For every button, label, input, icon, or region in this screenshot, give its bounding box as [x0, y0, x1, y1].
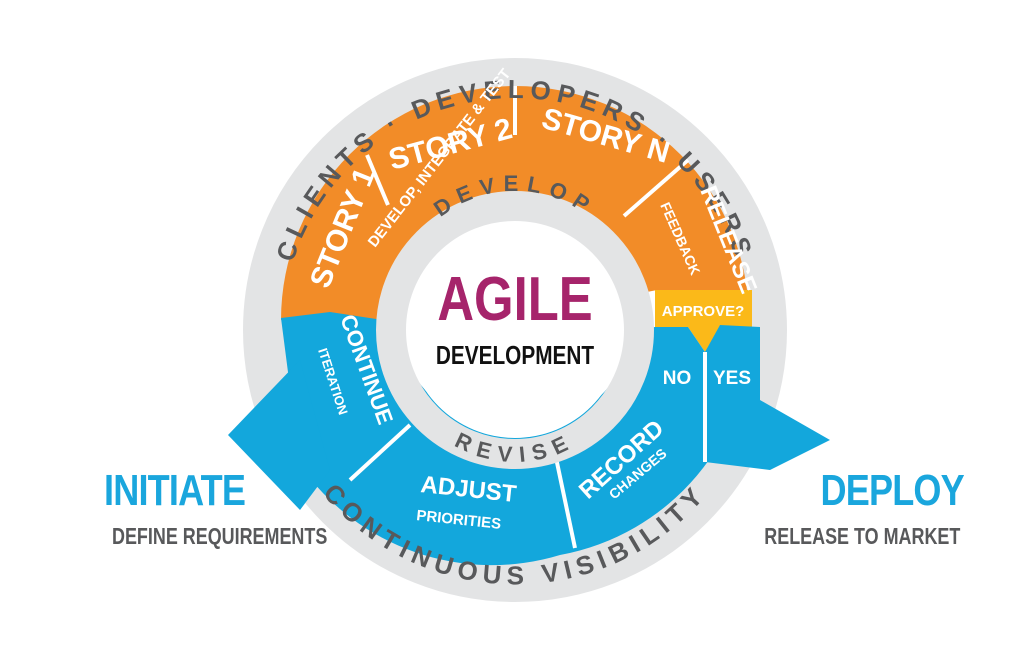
- orange-dividers: [365, 86, 690, 218]
- deploy-subtitle: RELEASE TO MARKET: [763, 523, 960, 549]
- no-label: NO: [663, 368, 692, 389]
- initiate-title: INITIATE: [104, 466, 246, 515]
- center-disk: [407, 222, 623, 438]
- deploy-arrow: [705, 325, 830, 470]
- outer-ring: [243, 58, 787, 602]
- approve-label: APPROVE?: [662, 303, 745, 320]
- deploy-title: DEPLOY: [820, 466, 965, 515]
- inner-ring: [376, 191, 654, 469]
- approve-box: [655, 290, 752, 352]
- blue-dividers: [348, 352, 707, 549]
- center-subtitle: DEVELOPMENT: [436, 341, 595, 370]
- initiate-arrow: [228, 360, 330, 510]
- center-title: AGILE: [437, 265, 592, 334]
- initiate-subtitle: DEFINE REQUIREMENTS: [112, 523, 328, 549]
- yes-label: YES: [713, 368, 751, 389]
